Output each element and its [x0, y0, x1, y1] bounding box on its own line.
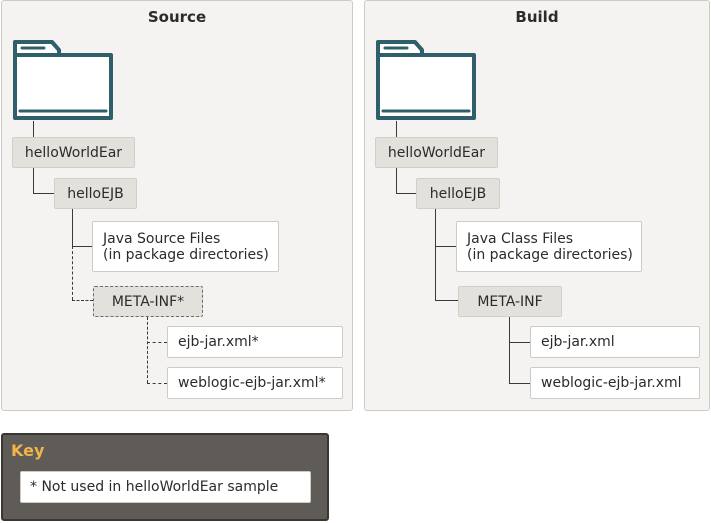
source-weblogic-ejb-jar-file: weblogic-ejb-jar.xml*	[167, 367, 343, 399]
key-note: * Not used in helloWorldEar sample	[20, 471, 311, 503]
connector	[33, 193, 55, 194]
build-panel: Build helloWorldEar helloEJB Java Class …	[364, 0, 710, 411]
connector	[396, 193, 417, 194]
dashed-connector	[147, 317, 148, 383]
connector	[33, 121, 34, 137]
build-java-files: Java Class Files (in package directories…	[456, 221, 642, 272]
folder-icon	[376, 40, 476, 120]
build-weblogic-ejb-jar-file: weblogic-ejb-jar.xml	[530, 367, 700, 399]
connector	[33, 167, 34, 193]
build-java-files-label: Java Class Files (in package directories…	[467, 230, 633, 263]
source-helloworldear-folder: helloWorldEar	[12, 137, 135, 168]
connector	[435, 209, 436, 300]
connector	[72, 246, 93, 247]
connector	[435, 246, 456, 247]
source-panel-title: Source	[147, 8, 207, 26]
build-ejb-jar-file: ejb-jar.xml	[530, 326, 700, 358]
build-helloejb-folder: helloEJB	[416, 178, 500, 209]
key-title: Key	[11, 441, 45, 460]
connector	[509, 342, 530, 343]
connector	[396, 121, 397, 137]
connector	[435, 300, 458, 301]
source-helloejb-folder: helloEJB	[54, 178, 137, 209]
key-legend: Key * Not used in helloWorldEar sample	[1, 433, 329, 521]
source-java-files: Java Source Files (in package directorie…	[92, 221, 279, 272]
dashed-connector	[72, 300, 93, 301]
dashed-connector	[147, 342, 167, 343]
dashed-connector	[72, 246, 73, 300]
source-panel: Source helloWorldEar helloEJB Java Sourc…	[1, 0, 353, 411]
connector	[509, 383, 530, 384]
build-helloworldear-folder: helloWorldEar	[375, 137, 498, 168]
build-panel-title: Build	[515, 8, 559, 26]
source-meta-inf-folder: META-INF*	[93, 286, 203, 317]
source-java-files-label: Java Source Files (in package directorie…	[103, 230, 269, 263]
connector	[72, 209, 73, 246]
connector	[509, 316, 510, 383]
folder-icon	[13, 40, 113, 120]
connector	[396, 167, 397, 193]
build-meta-inf-folder: META-INF	[458, 286, 562, 317]
source-ejb-jar-file: ejb-jar.xml*	[167, 326, 343, 358]
dashed-connector	[147, 383, 167, 384]
